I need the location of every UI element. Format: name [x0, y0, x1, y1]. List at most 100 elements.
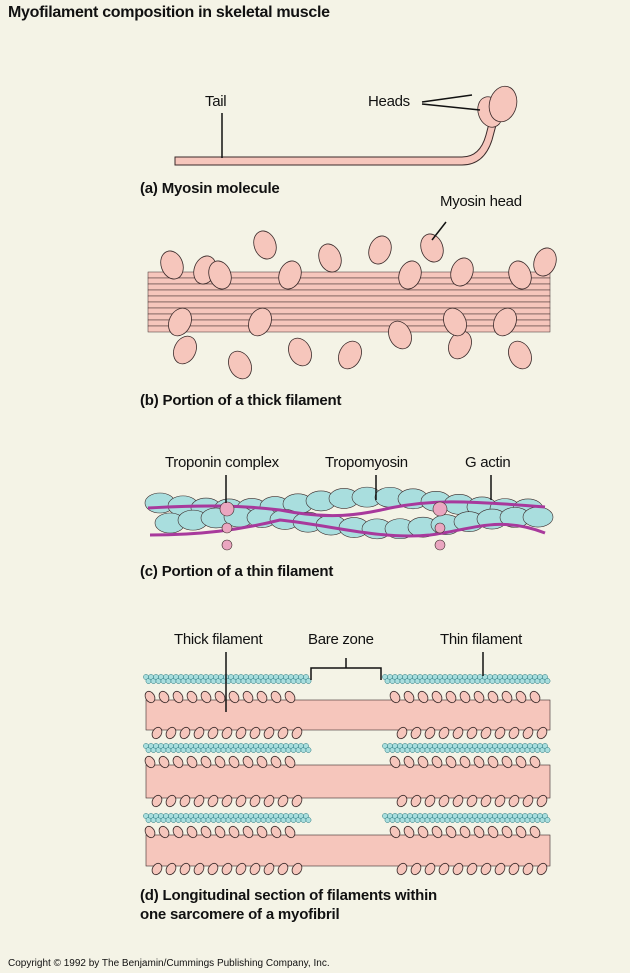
thin-filament-bead [542, 813, 548, 819]
thick-filament-head [277, 794, 289, 808]
thick-filament-head [207, 794, 219, 808]
thick-filament-head [186, 755, 198, 769]
myosin-head-bottom [288, 337, 312, 367]
caption-c: (c) Portion of a thin filament [140, 563, 334, 580]
myosin-head-bottom [508, 340, 532, 370]
myosin-head-top [508, 260, 532, 290]
thick-filament-head [277, 726, 289, 740]
thick-filament-head [480, 726, 492, 740]
thick-filament-head [389, 755, 401, 769]
thick-filament-head [473, 825, 485, 839]
myosin-tail-strand [147, 307, 551, 315]
thick-filament-head [291, 862, 303, 876]
thick-filament-head [396, 794, 408, 808]
thick-filament-head [151, 794, 163, 808]
thick-filament-head [228, 755, 240, 769]
thick-filament-head [172, 755, 184, 769]
thick-filament-head [501, 690, 513, 704]
thick-filament-head [480, 862, 492, 876]
thick-filament-head [158, 755, 170, 769]
myosin-head-top [420, 233, 444, 263]
thick-filament-head [487, 825, 499, 839]
myosin-head-leader [431, 221, 447, 241]
thick-filament-head [270, 755, 282, 769]
myosin-head-top [318, 243, 342, 273]
thick-filament-head [494, 862, 506, 876]
thick-filament-head [445, 690, 457, 704]
thick-filament-head [459, 690, 471, 704]
thick-filament-head [186, 825, 198, 839]
thick-filament-head [249, 794, 261, 808]
thick-filament-head [249, 726, 261, 740]
thin-filament-bead [303, 674, 309, 680]
thick-filament-head [235, 794, 247, 808]
thick-filament-head [438, 862, 450, 876]
thick-filament-head [291, 794, 303, 808]
thick-filament-head [389, 690, 401, 704]
myosin-head-top [533, 247, 557, 277]
thick-filament-head [242, 825, 254, 839]
thin-filament-bead [544, 678, 551, 684]
thick-filament-head [165, 862, 177, 876]
bare-zone-bracket [310, 658, 382, 680]
caption-a: (a) Myosin molecule [140, 180, 280, 197]
myosin-tail-strand [147, 319, 551, 327]
tropomyosin-strand-2 [149, 518, 546, 538]
thick-filament-head [221, 726, 233, 740]
thick-filament-head [403, 825, 415, 839]
thick-filament-head [452, 726, 464, 740]
myosin-head-bottom [168, 307, 192, 337]
myosin-head-bottom [338, 340, 362, 370]
thick-filament-head [263, 726, 275, 740]
label-thick-filament: Thick filament [174, 631, 263, 648]
label-myosin-head: Myosin head [440, 193, 522, 210]
myosin-head-bottom [493, 307, 517, 337]
thick-filament-head [214, 755, 226, 769]
thick-filament-head [508, 794, 520, 808]
thick-filament-head [466, 794, 478, 808]
thick-filament-head [417, 690, 429, 704]
thick-filament-head [235, 862, 247, 876]
thick-filament-head [249, 862, 261, 876]
thick-filament-head [445, 825, 457, 839]
myosin-tail-strand [147, 301, 551, 309]
thick-filament-head [242, 690, 254, 704]
thick-filament-head [221, 862, 233, 876]
thick-filament-head [424, 794, 436, 808]
label-bare-zone: Bare zone [308, 631, 374, 648]
myosin-head-bottom [173, 335, 197, 365]
thick-filament-head [522, 862, 534, 876]
thick-filament-head [193, 726, 205, 740]
thick-filament-head [438, 794, 450, 808]
thin-filament-bead [303, 813, 309, 819]
heads-leader [421, 103, 481, 111]
myosin-head-top [278, 260, 302, 290]
thick-filament-head [494, 726, 506, 740]
label-tail: Tail [205, 93, 227, 110]
thick-filament-head [263, 794, 275, 808]
myosin-head-top [368, 235, 392, 265]
thick-filament-head [256, 690, 268, 704]
thick-filament-head [417, 825, 429, 839]
thick-filament-head [515, 825, 527, 839]
thick-filament-head [270, 825, 282, 839]
myosin-head-bottom [448, 330, 472, 360]
label-tropomyosin: Tropomyosin [325, 454, 408, 471]
thick-filament-head [424, 862, 436, 876]
caption-b: (b) Portion of a thick filament [140, 392, 342, 409]
thick-filament-head [459, 755, 471, 769]
thin-filament-bead [305, 817, 312, 823]
troponin-complex [434, 539, 446, 551]
myosin-head-top [160, 250, 184, 280]
thin-filament-bead [305, 678, 312, 684]
thick-filament-head [424, 726, 436, 740]
thick-filament-head [473, 755, 485, 769]
thin-filament-bead [542, 674, 548, 680]
thick-filament-head [172, 690, 184, 704]
thick-filament-head [410, 726, 422, 740]
thick-filament-head [263, 862, 275, 876]
thick-filament-head [179, 726, 191, 740]
thick-filament-head [200, 825, 212, 839]
thick-filament-head [438, 726, 450, 740]
thick-filament-head [396, 726, 408, 740]
